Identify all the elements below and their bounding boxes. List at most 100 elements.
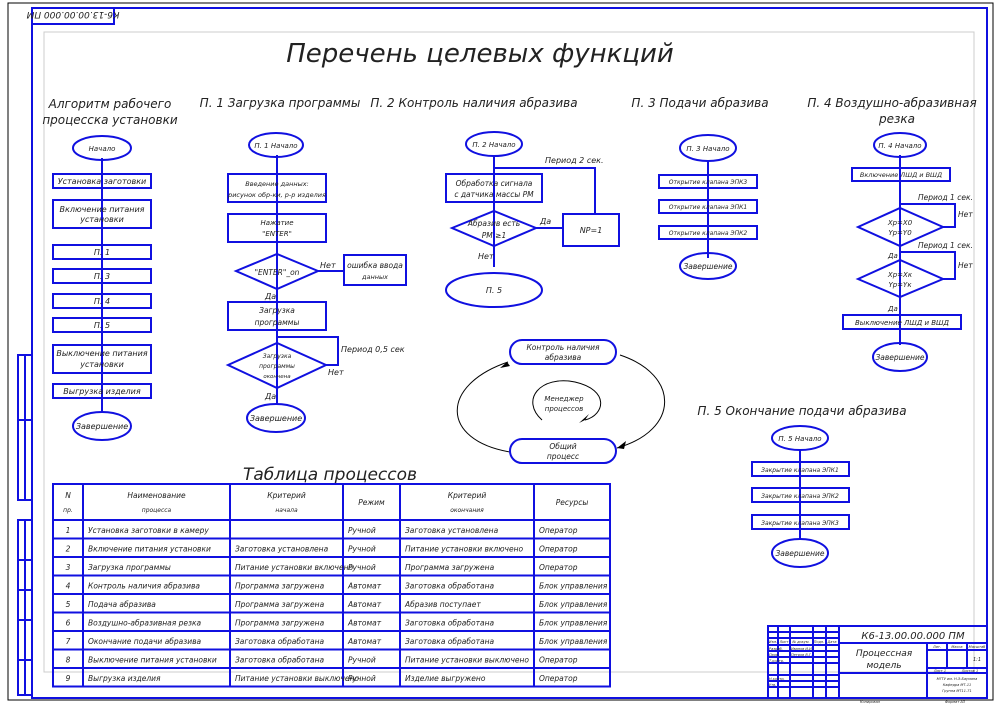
table-cell: Ручной: [348, 563, 376, 572]
svg-text:программы: программы: [255, 318, 300, 327]
table-header-sub: процесса: [142, 507, 172, 514]
table-cell: Автомат: [347, 619, 382, 628]
table-cell: Заготовка обработана: [405, 637, 494, 646]
algo-step: Установка заготовки: [58, 177, 147, 186]
p3-title: П. 3 Подачи абразива: [631, 96, 768, 110]
top-stamp-box: [31, 7, 115, 25]
svg-text:абразива: абразива: [545, 353, 582, 362]
table-header-sub: пр.: [63, 507, 73, 514]
table-cell: 2: [66, 545, 71, 554]
algo-title-line2: процесска установки: [42, 113, 178, 127]
algo-end: [72, 411, 132, 441]
svg-text:П. 3 Начало: П. 3 Начало: [686, 145, 729, 153]
table-cell: Подача абразива: [88, 600, 156, 609]
svg-text:Масса: Масса: [951, 645, 962, 649]
svg-text:Кафедра МТ-11: Кафедра МТ-11: [943, 683, 972, 687]
svg-text:П. 5: П. 5: [486, 286, 502, 295]
svg-text:Н.контр.: Н.контр.: [769, 677, 785, 681]
drawing-frame: [31, 7, 988, 699]
table-cell: Заготовка установлена: [235, 545, 329, 554]
p2-title: П. 2 Контроль наличия абразива: [370, 96, 577, 110]
table-cell: 7: [66, 637, 71, 646]
table-cell: Изделие выгружено: [405, 674, 486, 683]
main-title: Перечень целевых функций: [286, 39, 674, 69]
svg-text:Масштаб: Масштаб: [969, 645, 986, 649]
algo-step: П. 5: [94, 321, 110, 330]
sheet-border: [7, 2, 994, 701]
table-cell: Заготовка обработана: [405, 619, 494, 628]
svg-text:Завершение: Завершение: [683, 262, 732, 271]
table-cell: Загрузка программы: [88, 563, 171, 572]
table-cell: 8: [66, 656, 71, 665]
svg-text:Yр=Yк: Yр=Yк: [888, 281, 912, 289]
table-cell: Блок управления: [539, 637, 608, 646]
svg-text:Закрытие клапана ЭПК2: Закрытие клапана ЭПК2: [761, 493, 839, 500]
svg-text:МГТУ им. Н.Э.Баумана: МГТУ им. Н.Э.Баумана: [937, 677, 978, 681]
table-header: N: [65, 491, 71, 500]
svg-text:1:1: 1:1: [973, 657, 981, 663]
table-header: Наименование: [127, 491, 186, 500]
svg-text:Контроль наличия: Контроль наличия: [526, 343, 600, 352]
svg-text:Утв.: Утв.: [769, 683, 776, 687]
svg-text:Yр=Y0: Yр=Y0: [888, 229, 912, 237]
flowchart-p2: П. 2 Контроль наличия абразива П. 2 Нача…: [370, 96, 620, 308]
table-cell: Оператор: [539, 526, 578, 535]
svg-text:процессов: процессов: [545, 405, 583, 413]
svg-text:Лист: Лист: [779, 640, 790, 644]
svg-text:Обработка сигнала: Обработка сигнала: [456, 179, 533, 188]
svg-text:Закрытие клапана ЭПК3: Закрытие клапана ЭПК3: [761, 520, 839, 527]
svg-text:П. 1 Начало: П. 1 Начало: [254, 142, 297, 150]
table-cell: Автомат: [347, 582, 382, 591]
p4-title-line2: резка: [878, 112, 915, 126]
svg-text:Иванов И.И.: Иванов И.И.: [791, 647, 813, 651]
svg-text:Загрузка: Загрузка: [263, 353, 292, 360]
table-header: Критерий: [448, 491, 487, 500]
svg-text:Лит.: Лит.: [932, 645, 941, 649]
svg-text:Период 1 сек.: Период 1 сек.: [918, 241, 973, 250]
algo-step: Выгрузка изделия: [63, 387, 141, 396]
process-manager-cycle: Контроль наличия абразива Менеджер проце…: [456, 339, 666, 464]
table-title: Таблица процессов: [243, 465, 417, 485]
table-cell: Заготовка обработана: [235, 637, 324, 646]
svg-text:Введение данных:: Введение данных:: [245, 180, 308, 188]
table-cell: Оператор: [539, 656, 578, 665]
algo-step: Выключение питания: [56, 349, 147, 358]
table-row: 2 Включение питания установки Заготовка ус…: [66, 545, 578, 554]
table-cell: Автомат: [347, 600, 382, 609]
svg-text:программы: программы: [259, 363, 295, 370]
table-cell: Программа загружена: [235, 600, 325, 609]
svg-text:"ENTER": "ENTER": [262, 230, 292, 238]
svg-text:Да: Да: [539, 217, 551, 226]
svg-text:Открытие клапана ЭПК3: Открытие клапана ЭПК3: [669, 179, 748, 186]
table-cell: Включение питания установки: [88, 545, 211, 554]
svg-text:Группа МТ11-71: Группа МТ11-71: [942, 689, 971, 693]
p1-title: П. 1 Загрузка программы: [200, 96, 361, 110]
table-cell: Блок управления: [539, 600, 608, 609]
left-margin-strips: [17, 354, 33, 696]
svg-text:Формат A3: Формат A3: [945, 700, 965, 704]
svg-text:окончена: окончена: [263, 374, 291, 380]
table-cell: Питание установки включено: [235, 563, 353, 572]
table-cell: Программа загружена: [405, 563, 495, 572]
svg-text:NP=1: NP=1: [580, 226, 603, 235]
table-cell: 9: [66, 674, 71, 683]
table-header-sub: окончания: [450, 507, 484, 514]
title-block-name-line1: Процессная: [856, 649, 913, 659]
algo-step: П. 4: [94, 297, 110, 306]
table-cell: 4: [66, 582, 71, 591]
table-cell: Питание установки выключено: [405, 656, 529, 665]
algo-step: П. 3: [94, 272, 110, 281]
table-cell: Заготовка обработана: [235, 656, 324, 665]
svg-text:Завершение: Завершение: [250, 414, 302, 423]
table-header: Режим: [358, 498, 385, 507]
svg-text:Открытие клапана ЭПК2: Открытие клапана ЭПК2: [669, 230, 748, 237]
table-cell: Оператор: [539, 545, 578, 554]
table-cell: Программа загружена: [235, 582, 325, 591]
table-cell: Автомат: [347, 637, 382, 646]
svg-text:Да: Да: [887, 252, 898, 260]
